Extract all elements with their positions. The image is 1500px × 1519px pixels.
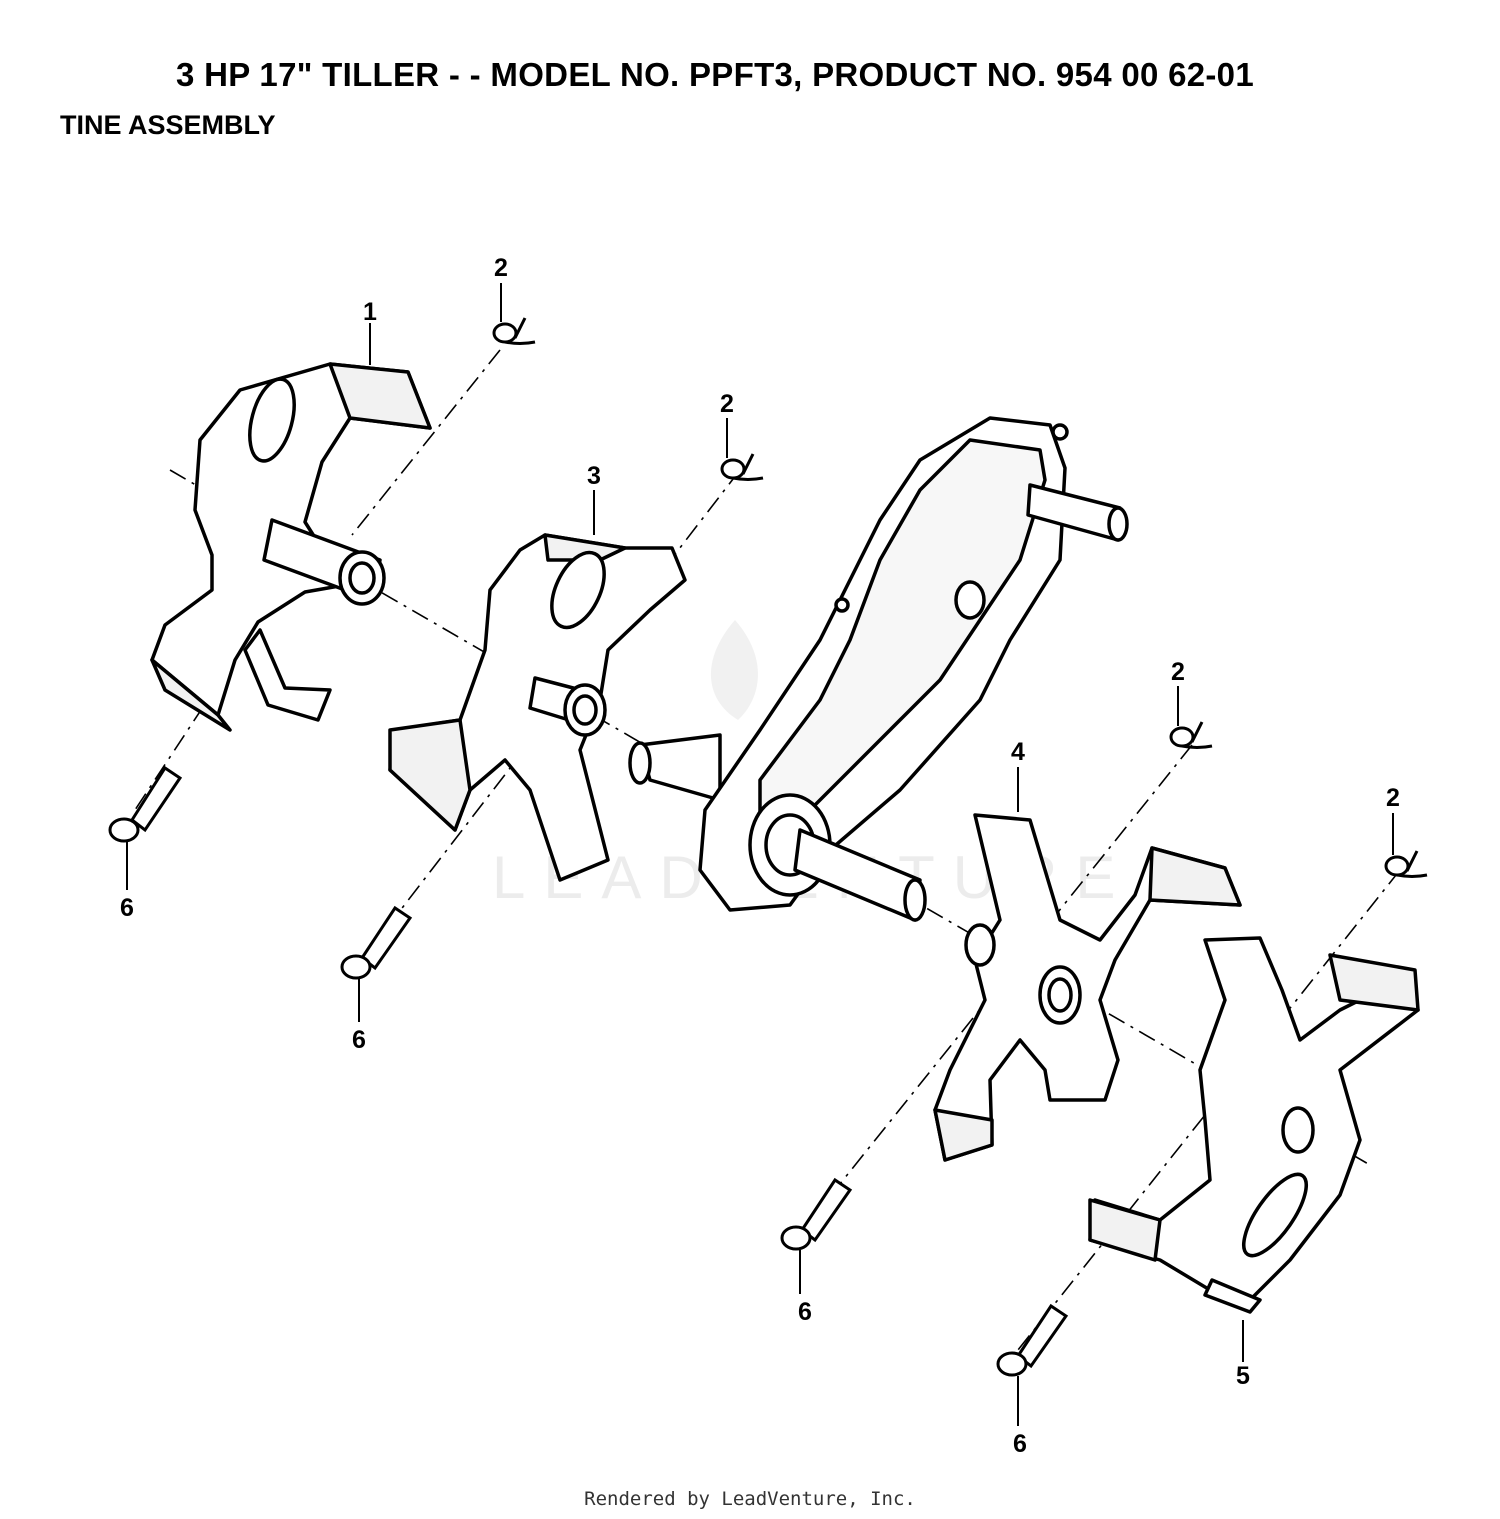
footer-credit: Rendered by LeadVenture, Inc. <box>584 1488 916 1510</box>
clevis-pins <box>108 765 1069 1377</box>
hairpin-clip-4 <box>1384 850 1428 878</box>
callout-2-b: 2 <box>720 390 734 418</box>
clevis-pin-1 <box>108 765 183 843</box>
tine-inner-right <box>933 813 1242 1162</box>
tine-outer-left <box>150 362 432 732</box>
callout-1: 1 <box>363 298 377 326</box>
callouts: 1 2 2 2 2 3 4 5 6 6 6 6 <box>120 254 1400 1458</box>
tine-inner-left <box>388 533 687 882</box>
transmission-housing <box>628 416 1129 922</box>
callout-3: 3 <box>587 462 601 490</box>
page-title: 3 HP 17" TILLER - - MODEL NO. PPFT3, PRO… <box>176 56 1254 93</box>
callout-5: 5 <box>1236 1362 1250 1390</box>
callout-4: 4 <box>1011 738 1025 766</box>
hairpin-clip-1 <box>492 317 536 345</box>
clevis-pin-2 <box>340 905 413 980</box>
callout-6-c: 6 <box>798 1298 812 1326</box>
callout-2-d: 2 <box>1386 784 1400 812</box>
clevis-pin-4 <box>996 1303 1069 1377</box>
clevis-pin-3 <box>780 1177 853 1251</box>
callout-6-a: 6 <box>120 894 134 922</box>
hairpin-clips <box>492 317 1428 878</box>
callout-2-a: 2 <box>494 254 508 282</box>
hairpin-clip-3 <box>1169 721 1213 749</box>
leader-lines <box>126 283 1394 1426</box>
tine-outer-right <box>1088 936 1420 1314</box>
callout-6-b: 6 <box>352 1026 366 1054</box>
callout-6-d: 6 <box>1013 1430 1027 1458</box>
hairpin-clip-2 <box>720 453 764 481</box>
callout-2-c: 2 <box>1171 658 1185 686</box>
section-title: TINE ASSEMBLY <box>60 110 276 140</box>
